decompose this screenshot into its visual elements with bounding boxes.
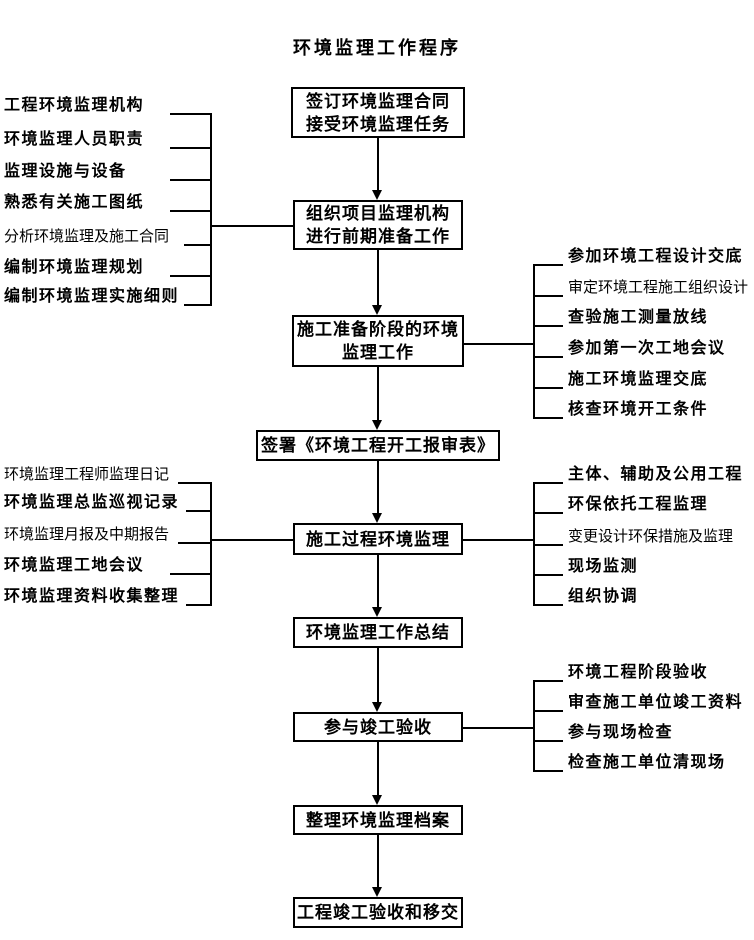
left1-item-2: 监理设施与设备: [4, 163, 127, 180]
connector-branch: [463, 727, 533, 729]
flow-box-organize-preparation: 组织项目监理机构 进行前期准备工作: [293, 200, 463, 250]
arrow-down-icon: [372, 420, 382, 430]
connector-branch: [462, 343, 533, 345]
connector-stub: [184, 244, 210, 246]
connector-stub: [170, 179, 210, 181]
connector-stub: [186, 604, 210, 606]
connector-stub: [533, 512, 563, 514]
left1-item-0: 工程环境监理机构: [4, 97, 145, 114]
page-title: 环境监理工作程序: [293, 38, 461, 58]
connector-stub: [170, 113, 210, 115]
right3-item-0: 环境工程阶段验收: [568, 664, 709, 681]
left1-item-1: 环境监理人员职责: [4, 131, 145, 148]
flow-box-construction-prep-stage: 施工准备阶段的环境 监理工作: [292, 315, 464, 367]
connector-stub: [178, 482, 210, 484]
flow-box-work-summary: 环境监理工作总结: [293, 617, 463, 648]
flow-box-sign-contract: 签订环境监理合同 接受环境监理任务: [291, 87, 465, 138]
flow-arrow-line: [377, 648, 379, 702]
right1-item-1: 审定环境工程施工组织设计: [568, 279, 749, 296]
left1-item-6: 编制环境监理实施细则: [4, 288, 180, 305]
connector-stub: [533, 295, 563, 297]
flow-arrow-line: [377, 555, 379, 607]
connector-stub: [170, 573, 210, 575]
left2-item-4: 环境监理资料收集整理: [4, 588, 180, 605]
right3-item-2: 参与现场检查: [568, 724, 674, 741]
connector-bus: [533, 264, 535, 419]
right2-item-2: 变更设计环保措施及监理: [568, 528, 734, 545]
left2-item-3: 环境监理工地会议: [4, 557, 145, 574]
connector-bus: [533, 482, 535, 606]
flow-arrow-line: [377, 835, 379, 887]
connector-stub: [533, 544, 563, 546]
connector-stub: [178, 542, 210, 544]
right2-item-4: 组织协调: [568, 588, 639, 605]
connector-branch: [463, 539, 533, 541]
connector-bus: [210, 113, 212, 306]
connector-branch: [210, 225, 293, 227]
arrow-down-icon: [372, 702, 382, 712]
connector-stub: [533, 740, 563, 742]
connector-bus: [210, 482, 212, 606]
connector-stub: [184, 304, 210, 306]
right2-item-0: 主体、辅助及公用工程: [568, 466, 744, 483]
right1-item-2: 查验施工测量放线: [568, 309, 709, 326]
right3-item-1: 审查施工单位竣工资料: [568, 694, 744, 711]
connector-branch: [210, 539, 293, 541]
left2-item-1: 环境监理总监巡视记录: [4, 494, 180, 511]
arrow-down-icon: [372, 607, 382, 617]
flow-box-completion-acceptance: 参与竣工验收: [293, 712, 463, 742]
connector-stub: [533, 264, 563, 266]
right2-item-3: 现场监测: [568, 558, 639, 575]
left1-item-4: 分析环境监理及施工合同: [4, 228, 170, 245]
left2-item-2: 环境监理月报及中期报告: [4, 526, 170, 543]
right2-item-1: 环保依托工程监理: [568, 496, 709, 513]
arrow-down-icon: [372, 887, 382, 897]
connector-stub: [533, 356, 563, 358]
connector-stub: [533, 680, 563, 682]
connector-stub: [170, 210, 210, 212]
connector-stub: [533, 710, 563, 712]
connector-stub: [533, 482, 563, 484]
arrow-down-icon: [372, 795, 382, 805]
connector-stub: [170, 275, 210, 277]
right1-item-3: 参加第一次工地会议: [568, 340, 726, 357]
connector-stub: [170, 147, 210, 149]
right1-item-4: 施工环境监理交底: [568, 371, 709, 388]
flow-arrow-line: [377, 367, 379, 420]
arrow-down-icon: [372, 190, 382, 200]
flow-arrow-line: [377, 138, 379, 190]
flow-box-archive: 整理环境监理档案: [293, 805, 463, 835]
connector-stub: [533, 770, 563, 772]
right1-item-0: 参加环境工程设计交底: [568, 248, 744, 265]
flow-arrow-line: [377, 250, 379, 305]
arrow-down-icon: [372, 305, 382, 315]
connector-stub: [533, 387, 563, 389]
right1-item-5: 核查环境开工条件: [568, 401, 709, 418]
arrow-down-icon: [372, 513, 382, 523]
left1-item-3: 熟悉有关施工图纸: [4, 194, 145, 211]
flow-box-construction-process: 施工过程环境监理: [293, 523, 463, 555]
connector-stub: [186, 510, 210, 512]
connector-stub: [533, 574, 563, 576]
flow-box-handover: 工程竣工验收和移交: [293, 897, 463, 928]
flow-arrow-line: [377, 742, 379, 795]
flow-box-sign-start-report: 签署《环境工程开工报审表》: [256, 430, 500, 461]
connector-stub: [533, 604, 563, 606]
right3-item-3: 检查施工单位清现场: [568, 754, 726, 771]
left1-item-5: 编制环境监理规划: [4, 259, 145, 276]
connector-stub: [533, 417, 563, 419]
flow-arrow-line: [377, 461, 379, 513]
connector-stub: [533, 325, 563, 327]
connector-bus: [533, 680, 535, 772]
left2-item-0: 环境监理工程师监理日记: [4, 466, 170, 483]
